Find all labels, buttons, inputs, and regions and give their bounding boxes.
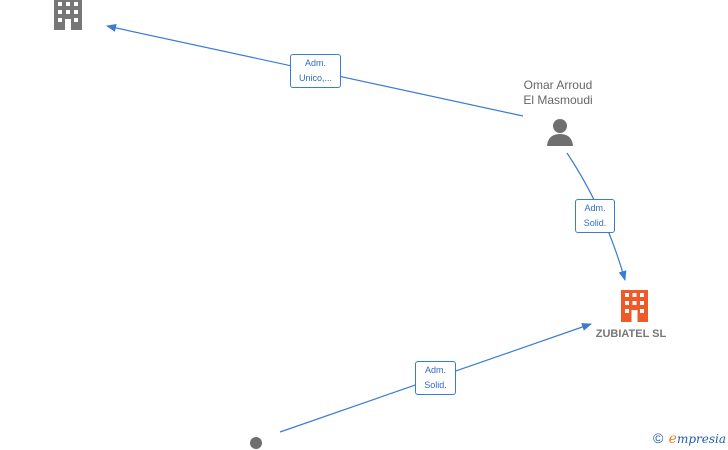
relation-role: Adm. [584,203,606,213]
person-name-line2: El Masmoudi [523,93,593,107]
copyright-symbol: © [652,430,664,446]
person-name-line1: Omar Arroud [523,78,593,92]
relation-role: Adm. [424,365,446,375]
brand-logo-letter: e [668,431,677,447]
relation-type: Solid. [583,218,607,228]
company-name-zubiatel[interactable]: ZUBIATEL SL [595,328,667,340]
relation-label-bottom-zubiatel[interactable]: Adm. Solid. [415,361,456,395]
person-name-omar[interactable]: Omar Arroud El Masmoudi [508,78,608,108]
relation-type: Solid. [424,380,447,390]
relation-role: Adm. [304,58,326,68]
relation-label-omar-top[interactable]: Adm. Unico,... [290,54,341,88]
brand-name: mpresia [676,432,726,446]
relation-type: Unico,... [298,73,332,83]
building-icon[interactable] [54,0,82,30]
relation-label-omar-zubiatel[interactable]: Adm. Solid. [575,199,615,233]
person-icon[interactable] [244,437,268,450]
person-icon[interactable] [547,119,573,146]
brand-watermark: © empresia [653,430,726,447]
building-icon[interactable] [621,290,648,322]
